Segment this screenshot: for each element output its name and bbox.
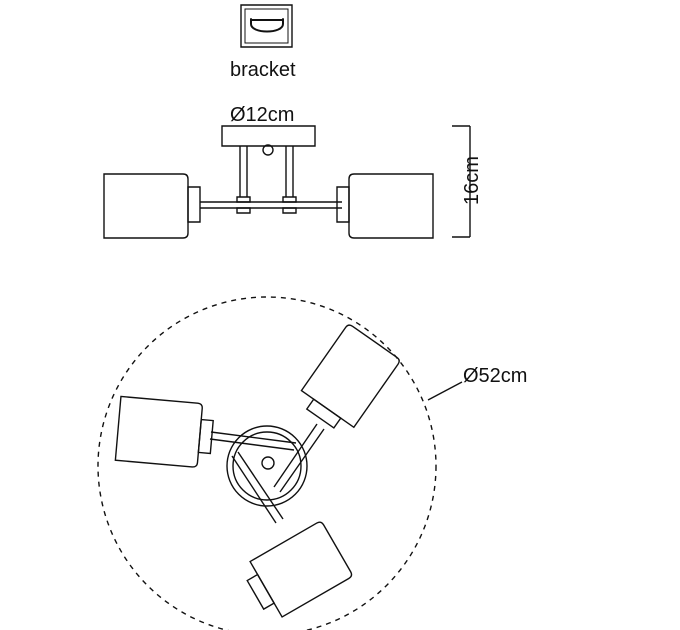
center-screw: [263, 145, 273, 155]
top-left-shade: [115, 396, 214, 468]
height-label: 16cm: [461, 156, 483, 205]
bracket-label: bracket: [230, 59, 296, 81]
center-screw-top: [262, 457, 274, 469]
arm-left: [210, 432, 296, 450]
canopy-circle: [227, 426, 307, 506]
right-shade: [337, 174, 433, 238]
side-view: [104, 126, 433, 238]
left-shade: [104, 174, 200, 238]
diameter-circle: [98, 297, 436, 630]
arm-bottom: [232, 452, 283, 523]
top-view: [98, 297, 462, 630]
bracket-diameter-label: Ø12cm: [230, 104, 295, 126]
top-bottom-shade: [240, 521, 353, 623]
height-dimension: [452, 126, 470, 237]
canopy-plate: [222, 126, 315, 146]
top-upper-right-shade: [295, 323, 401, 437]
arm-upper-right: [274, 424, 324, 492]
overall-diameter-label: Ø52cm: [463, 365, 528, 387]
diameter-leader: [428, 382, 462, 400]
bracket-icon: [241, 5, 292, 47]
